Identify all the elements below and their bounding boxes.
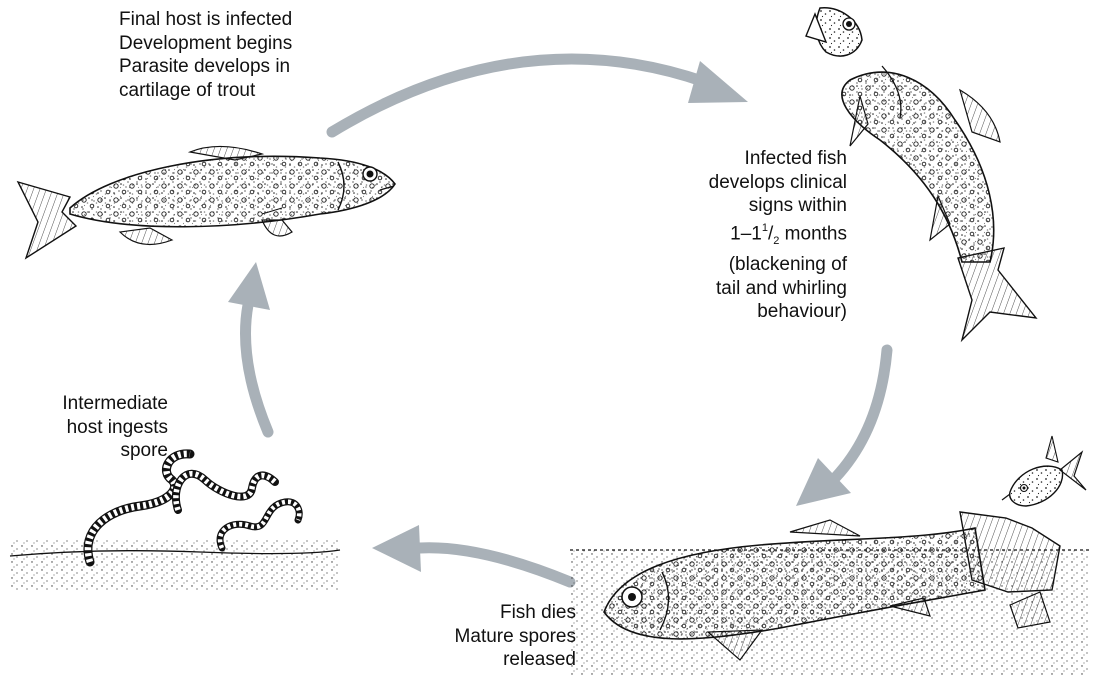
clinical-signs-label: Infected fish develops clinical signs wi…	[640, 147, 847, 324]
arrow-bottom	[372, 525, 570, 582]
final-host-line-3: Parasite develops in	[119, 55, 292, 79]
clinical-line-3: signs within	[640, 194, 847, 218]
small-fish-illustration	[1002, 436, 1086, 506]
arrow-right	[796, 350, 887, 506]
arrow-top	[332, 59, 748, 132]
final-host-label: Final host is infected Development begin…	[119, 8, 292, 102]
duration-suffix: months	[779, 223, 847, 244]
arrow-left	[228, 262, 270, 432]
fraction-numerator: 1	[762, 222, 768, 234]
intermediate-line-2: host ingests	[30, 416, 168, 440]
duration-prefix: 1–1	[730, 223, 762, 244]
fish-dies-line-3: released	[412, 648, 576, 672]
intermediate-line-3: spore	[30, 439, 168, 463]
intermediate-host-label: Intermediate host ingests spore	[30, 392, 168, 463]
clinical-line-5: (blackening of	[640, 253, 847, 277]
trout-infected-illustration	[18, 146, 395, 258]
fish-dies-line-2: Mature spores	[412, 625, 576, 649]
final-host-line-2: Development begins	[119, 32, 292, 56]
clinical-line-7: behaviour)	[640, 300, 847, 324]
fish-dies-line-1: Fish dies	[412, 601, 576, 625]
clinical-line-6: tail and whirling	[640, 277, 847, 301]
final-host-line-1: Final host is infected	[119, 8, 292, 32]
final-host-line-4: cartilage of trout	[119, 79, 292, 103]
clinical-line-4: 1–11/2 months	[640, 218, 847, 254]
clinical-line-2: develops clinical	[640, 171, 847, 195]
clinical-line-1: Infected fish	[640, 147, 847, 171]
fish-dies-label: Fish dies Mature spores released	[412, 601, 576, 672]
intermediate-line-1: Intermediate	[30, 392, 168, 416]
